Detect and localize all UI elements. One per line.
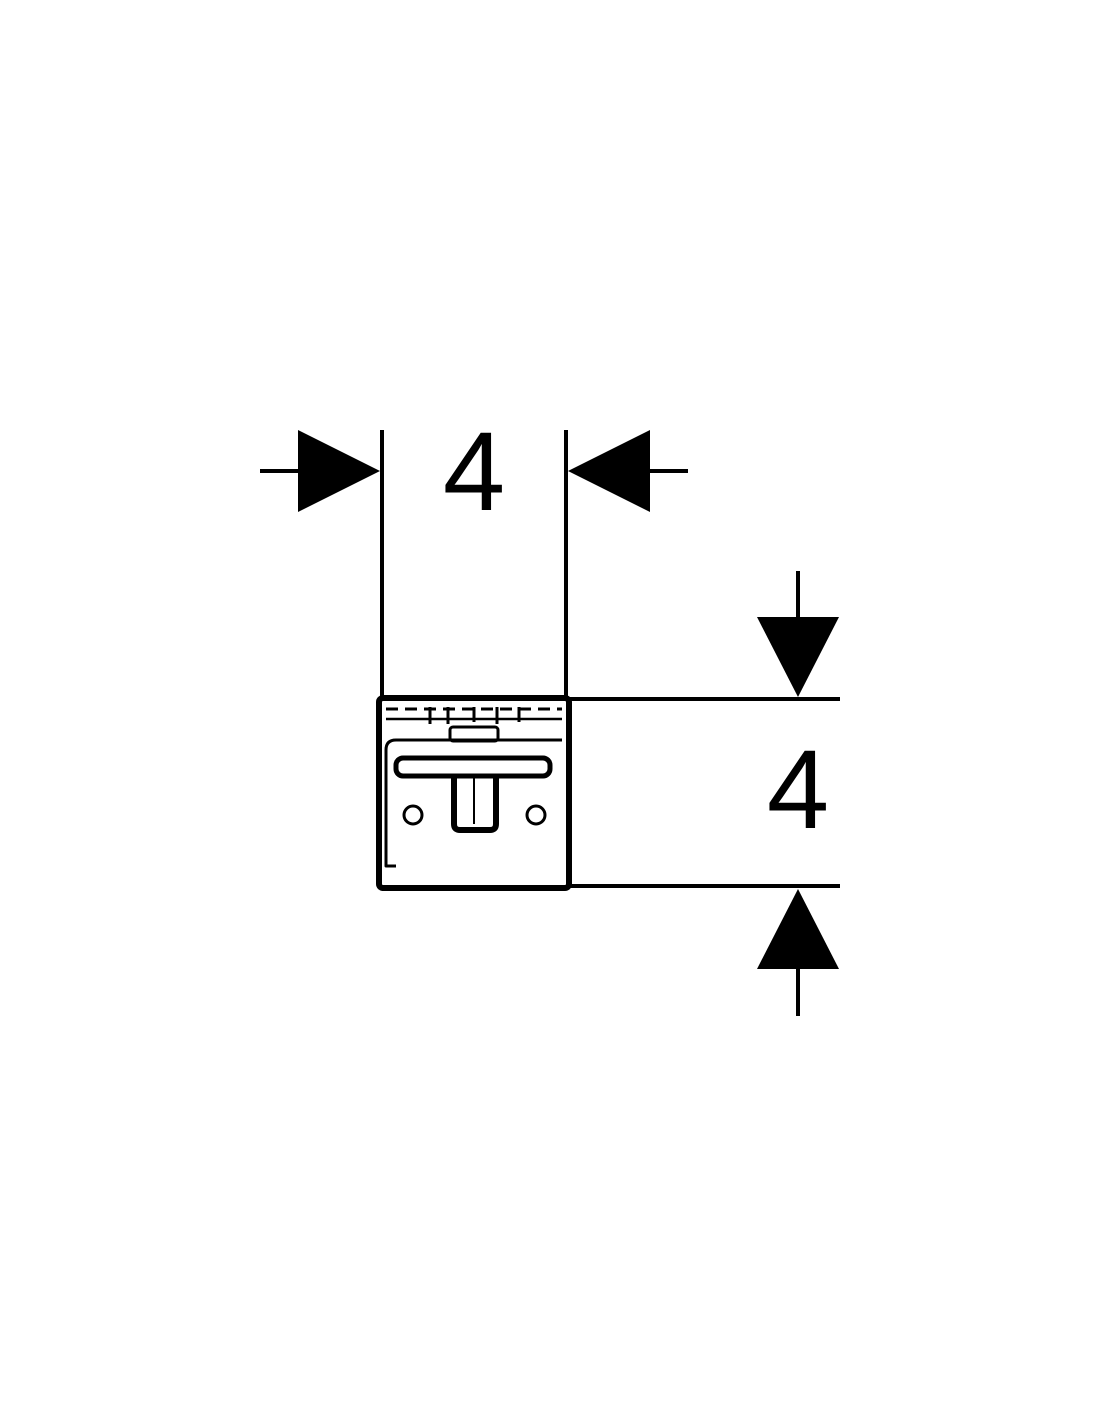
part-front-view xyxy=(376,695,572,891)
height-dimension-value: 4 xyxy=(767,727,829,852)
inner-frame xyxy=(384,738,562,868)
part-outline xyxy=(376,695,572,891)
width-arrow-left-head xyxy=(298,430,380,512)
height-arrow-top-head xyxy=(757,617,839,697)
height-dimension: 4 xyxy=(568,571,840,1016)
height-arrow-bottom-head xyxy=(757,889,839,969)
width-dimension-value: 4 xyxy=(443,409,505,534)
clip-bar xyxy=(393,755,553,779)
width-dimension: 4 xyxy=(260,409,688,698)
mounting-hole-left xyxy=(402,804,424,826)
clip-tongue xyxy=(451,774,499,833)
width-arrow-right-head xyxy=(568,430,650,512)
mounting-hole-right xyxy=(525,804,547,826)
